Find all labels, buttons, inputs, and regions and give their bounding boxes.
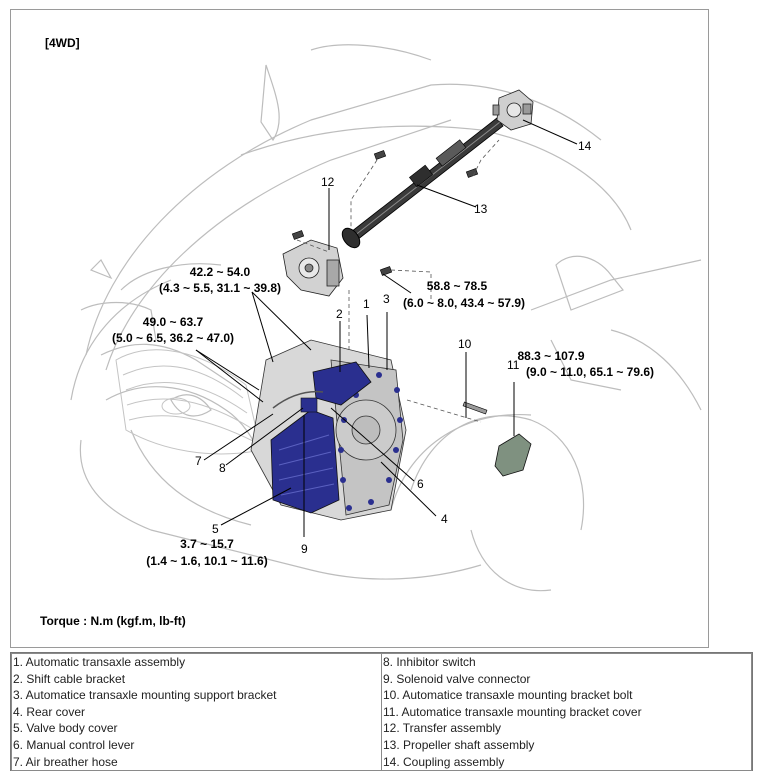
transfer-assembly: [282, 239, 344, 297]
mounting-bracket-cover: [494, 433, 532, 477]
callout-4: 4: [441, 512, 448, 526]
legend-item: 8. Inhibitor switch: [383, 655, 476, 669]
torque-5-detail: (1.4 ~ 1.6, 10.1 ~ 11.6): [146, 554, 267, 568]
legend-item: 12. Transfer assembly: [383, 721, 502, 736]
callout-8: 8: [219, 461, 226, 475]
legend-item: 9. Solenoid valve connector: [383, 671, 531, 686]
legend-item: 10. Automatice transaxle mounting bracke…: [383, 688, 633, 703]
callout-9: 9: [301, 542, 308, 556]
torque-1-value: 42.2 ~ 54.0: [190, 265, 251, 279]
legend-item: 7. Air breather hose: [13, 754, 118, 769]
exploded-view-diagram: [4WD] 42.2 ~ 54.0 (4.3 ~ 5.5, 31.1 ~ 39.…: [40, 36, 702, 628]
legend-item: 1. Automatic transaxle assembly: [13, 655, 186, 669]
legend-item: 3. Automatice transaxle mounting support…: [13, 688, 277, 703]
propeller-shaft-assembly: [341, 117, 504, 249]
alignment-dashes: [296, 139, 500, 423]
legend-row: 1. Automatic transaxle assembly 2. Shift…: [11, 652, 752, 772]
callout-3: 3: [383, 292, 390, 306]
torque-2-detail: (5.0 ~ 6.5, 36.2 ~ 47.0): [112, 331, 234, 345]
legend-column-right: 8. Inhibitor switch 9. Solenoid valve co…: [381, 652, 752, 772]
leader-lines: [195, 119, 578, 537]
parts-legend: 1. Automatic transaxle assembly 2. Shift…: [10, 652, 753, 772]
shift-cable-bracket: [312, 361, 372, 406]
legend-item: 4. Rear cover: [13, 704, 86, 719]
parts-legend-table: 1. Automatic transaxle assembly 2. Shift…: [11, 652, 752, 772]
callout-13: 13: [474, 202, 488, 216]
callout-5: 5: [212, 522, 219, 536]
callout-2: 2: [336, 307, 343, 321]
torque-3-value: 58.8 ~ 78.5: [427, 279, 488, 293]
vehicle-outline: [70, 44, 702, 592]
legend-item: 2. Shift cable bracket: [13, 671, 126, 686]
inhibitor-switch: [300, 397, 318, 413]
legend-column-left: 1. Automatic transaxle assembly 2. Shift…: [11, 652, 382, 772]
torque-4-value: 88.3 ~ 107.9: [517, 349, 584, 363]
callout-11: 11: [507, 358, 520, 372]
diagram-frame: [4WD] 42.2 ~ 54.0 (4.3 ~ 5.5, 31.1 ~ 39.…: [10, 9, 709, 648]
callout-1: 1: [363, 297, 370, 311]
grille: [115, 349, 262, 455]
mounting-bolts: [291, 150, 488, 415]
callout-6: 6: [417, 477, 424, 491]
torque-5-value: 3.7 ~ 15.7: [180, 537, 234, 551]
legend-item: 14. Coupling assembly: [383, 754, 505, 769]
callout-7: 7: [195, 454, 202, 468]
callout-14: 14: [578, 139, 592, 153]
torque-4-detail: (9.0 ~ 11.0, 65.1 ~ 79.6): [526, 365, 654, 379]
variant-label: [4WD]: [45, 36, 80, 50]
legend-item: 13. Propeller shaft assembly: [383, 737, 535, 752]
legend-item: 11. Automatice transaxle mounting bracke…: [383, 704, 642, 719]
legend-item: 6. Manual control lever: [13, 737, 135, 752]
air-breather-hose: [272, 390, 324, 409]
callout-10: 10: [458, 337, 472, 351]
torque-unit-note: Torque : N.m (kgf.m, lb-ft): [40, 614, 186, 628]
torque-2-value: 49.0 ~ 63.7: [143, 315, 204, 329]
torque-1-detail: (4.3 ~ 5.5, 31.1 ~ 39.8): [159, 281, 281, 295]
legend-item: 5. Valve body cover: [13, 721, 118, 736]
callout-12: 12: [321, 175, 335, 189]
torque-3-detail: (6.0 ~ 8.0, 43.4 ~ 57.9): [403, 296, 525, 310]
